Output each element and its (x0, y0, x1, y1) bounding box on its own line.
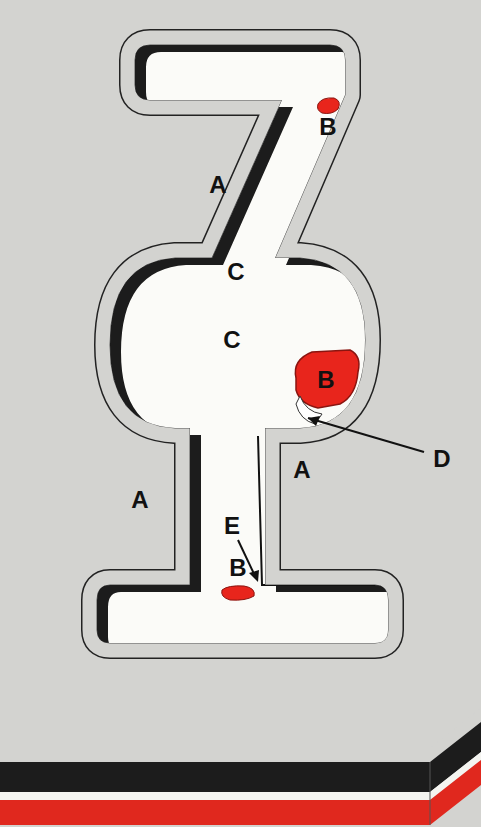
callout-letter: A (293, 458, 310, 482)
callout-letter: E (224, 514, 240, 538)
arrowhead (308, 416, 320, 426)
channel (97, 45, 399, 650)
callout-letter: D (433, 447, 450, 471)
callout-letter: C (223, 328, 240, 352)
copper-layer (0, 722, 481, 792)
callout-letter: B (317, 368, 334, 392)
residue-blob (222, 586, 255, 600)
block-corner (430, 762, 431, 825)
channel-floor (108, 52, 399, 650)
callout-letter: C (227, 260, 244, 284)
leader-line (308, 418, 424, 452)
callout-letter: B (319, 115, 336, 139)
edge-line (258, 436, 375, 585)
callout-letter: A (209, 173, 226, 197)
substrate-layer (0, 760, 481, 825)
callout-letter: A (131, 488, 148, 512)
callout-letter: B (229, 556, 246, 580)
residue-blob (295, 350, 359, 408)
residue-blob (318, 98, 340, 114)
board-top-edge (0, 708, 481, 762)
arrowhead (249, 570, 259, 582)
laminate-layer (0, 752, 481, 800)
